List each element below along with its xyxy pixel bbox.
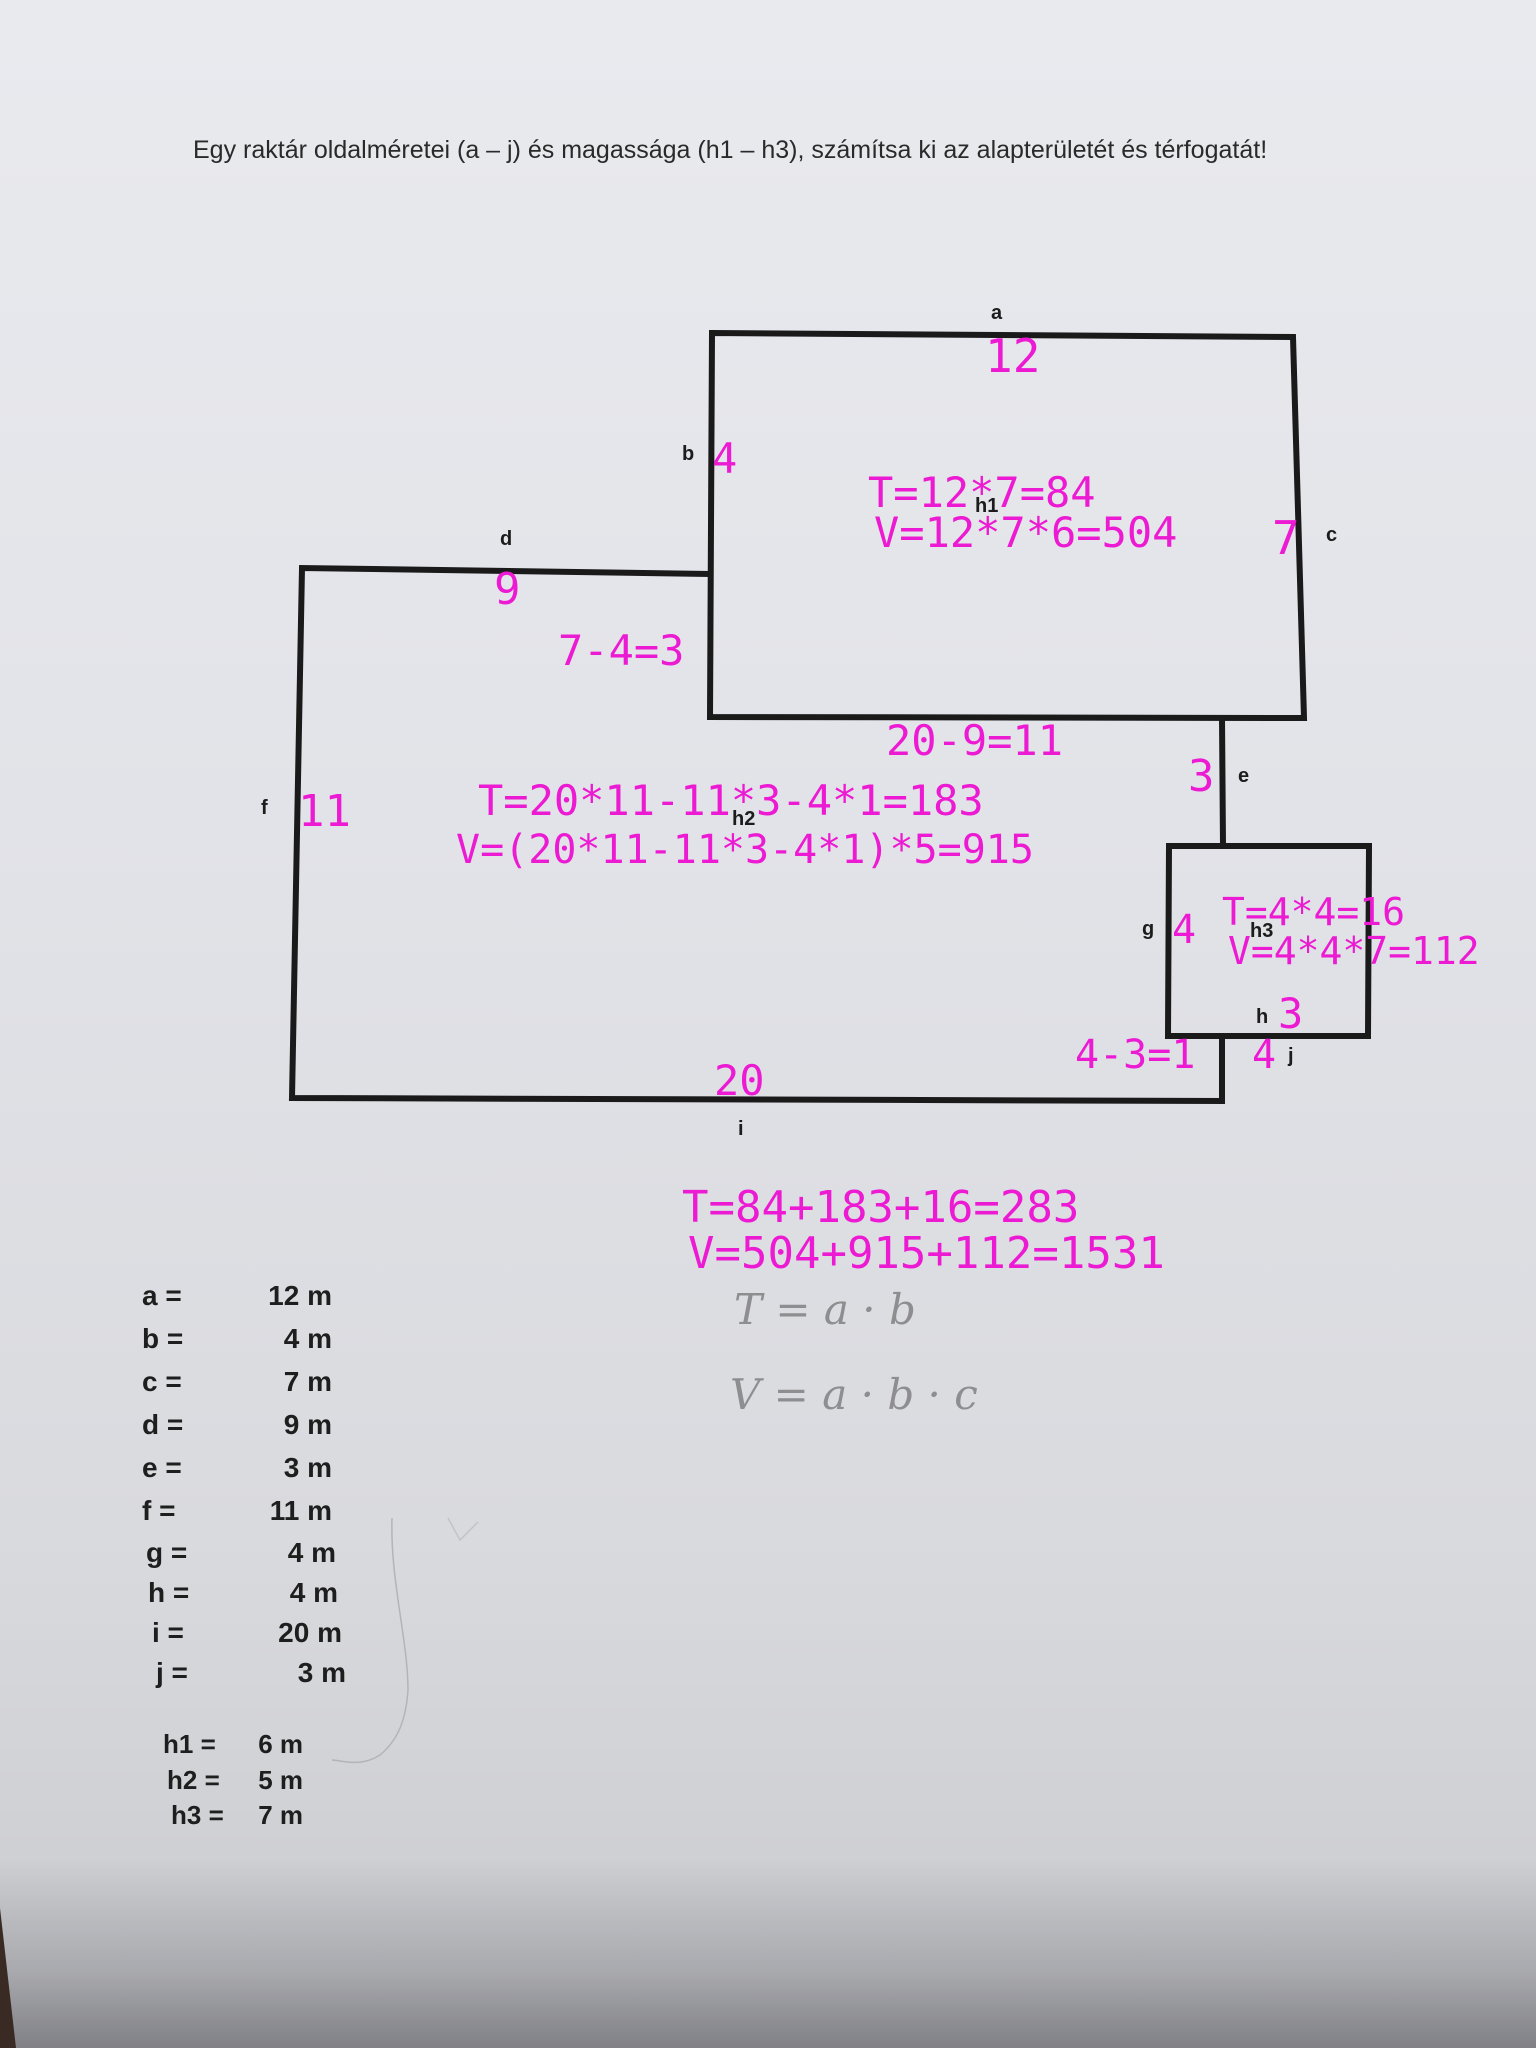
label-e: e <box>1238 765 1250 787</box>
value-key: g = <box>146 1537 188 1568</box>
label-a: a <box>991 302 1003 324</box>
paper-bottom-shadow <box>0 1858 1536 2048</box>
hw-room2-area: T=20*11-11*3-4*1=183 <box>478 776 984 825</box>
hw-room3-volume: V=4*4*7=112 <box>1228 929 1480 973</box>
height-amount: 7 m <box>258 1800 303 1830</box>
hw-g-value: 4 <box>1172 907 1197 953</box>
table-corner <box>0 1908 16 2048</box>
hw-a-value: 12 <box>985 329 1041 383</box>
value-amount: 3 m <box>283 1452 332 1483</box>
task-title: Egy raktár oldalméretei (a – j) és magas… <box>193 136 1268 164</box>
label-b: b <box>682 443 695 465</box>
hw-bottom-calc: 20-9=11 <box>886 716 1064 765</box>
hw-room1-area: T=12*7=84 <box>868 468 1096 517</box>
height-key: h1 = <box>163 1729 216 1759</box>
label-h3: h3 <box>1250 920 1274 942</box>
value-key: a = <box>142 1280 182 1311</box>
value-amount: 3 m <box>297 1657 346 1688</box>
hw-i-value: 20 <box>714 1056 765 1105</box>
hw-e-value: 3 <box>1188 751 1215 802</box>
hw-total-area: T=84+183+16=283 <box>682 1182 1080 1233</box>
pencil-volume-formula: V = a · b · c <box>730 1370 978 1419</box>
value-key: f = <box>142 1495 176 1526</box>
hw-d-value: 9 <box>494 564 521 615</box>
label-h: h <box>1256 1006 1269 1028</box>
pencil-curve <box>331 1517 409 1764</box>
label-g: g <box>1142 918 1155 940</box>
hw-c-value: 7 <box>1272 511 1300 565</box>
height-amount: 5 m <box>258 1765 303 1795</box>
height-key: h3 = <box>171 1800 224 1830</box>
hw-j-value: 4 <box>1252 1032 1277 1078</box>
value-amount: 12 m <box>268 1280 332 1311</box>
value-amount: 9 m <box>283 1409 332 1440</box>
hw-j-calc: 4-3=1 <box>1075 1032 1196 1078</box>
value-key: h = <box>148 1577 190 1608</box>
height-amount: 6 m <box>258 1729 303 1759</box>
hw-h-value: 3 <box>1278 989 1304 1038</box>
value-key: d = <box>142 1409 184 1440</box>
value-amount: 4 m <box>289 1577 338 1608</box>
room-h1-outline <box>706 329 1308 722</box>
hw-room3-area: T=4*4=16 <box>1222 890 1406 934</box>
value-key: j = <box>156 1657 188 1688</box>
value-amount: 4 m <box>287 1537 336 1568</box>
value-amount: 7 m <box>283 1366 332 1397</box>
value-key: i = <box>152 1617 184 1648</box>
label-f: f <box>261 797 268 819</box>
value-amount: 20 m <box>278 1617 342 1648</box>
value-amount: 4 m <box>283 1323 332 1354</box>
pencil-mark <box>447 1517 479 1542</box>
hw-room2-volume: V=(20*11-11*3-4*1)*5=915 <box>456 827 1034 873</box>
label-h2: h2 <box>732 808 756 830</box>
room-h3-outline <box>1164 843 1373 1039</box>
value-key: c = <box>142 1366 182 1397</box>
label-i: i <box>738 1118 744 1140</box>
hw-total-volume: V=504+915+112=1531 <box>688 1228 1165 1279</box>
label-h1: h1 <box>975 495 999 517</box>
value-key: e = <box>142 1452 182 1483</box>
hw-b-calc: 7-4=3 <box>558 626 685 675</box>
label-d: d <box>500 528 513 550</box>
label-c: c <box>1326 524 1338 546</box>
pencil-area-formula: T = a · b <box>734 1285 916 1334</box>
height-key: h2 = <box>167 1765 220 1795</box>
hw-f-value: 11 <box>298 786 351 837</box>
hw-room1-volume: V=12*7*6=504 <box>874 508 1178 557</box>
hw-b-value: 4 <box>712 434 738 483</box>
edge-e <box>1219 717 1226 847</box>
label-j: j <box>1288 1045 1294 1067</box>
value-amount: 11 m <box>269 1495 332 1526</box>
value-key: b = <box>142 1323 184 1354</box>
